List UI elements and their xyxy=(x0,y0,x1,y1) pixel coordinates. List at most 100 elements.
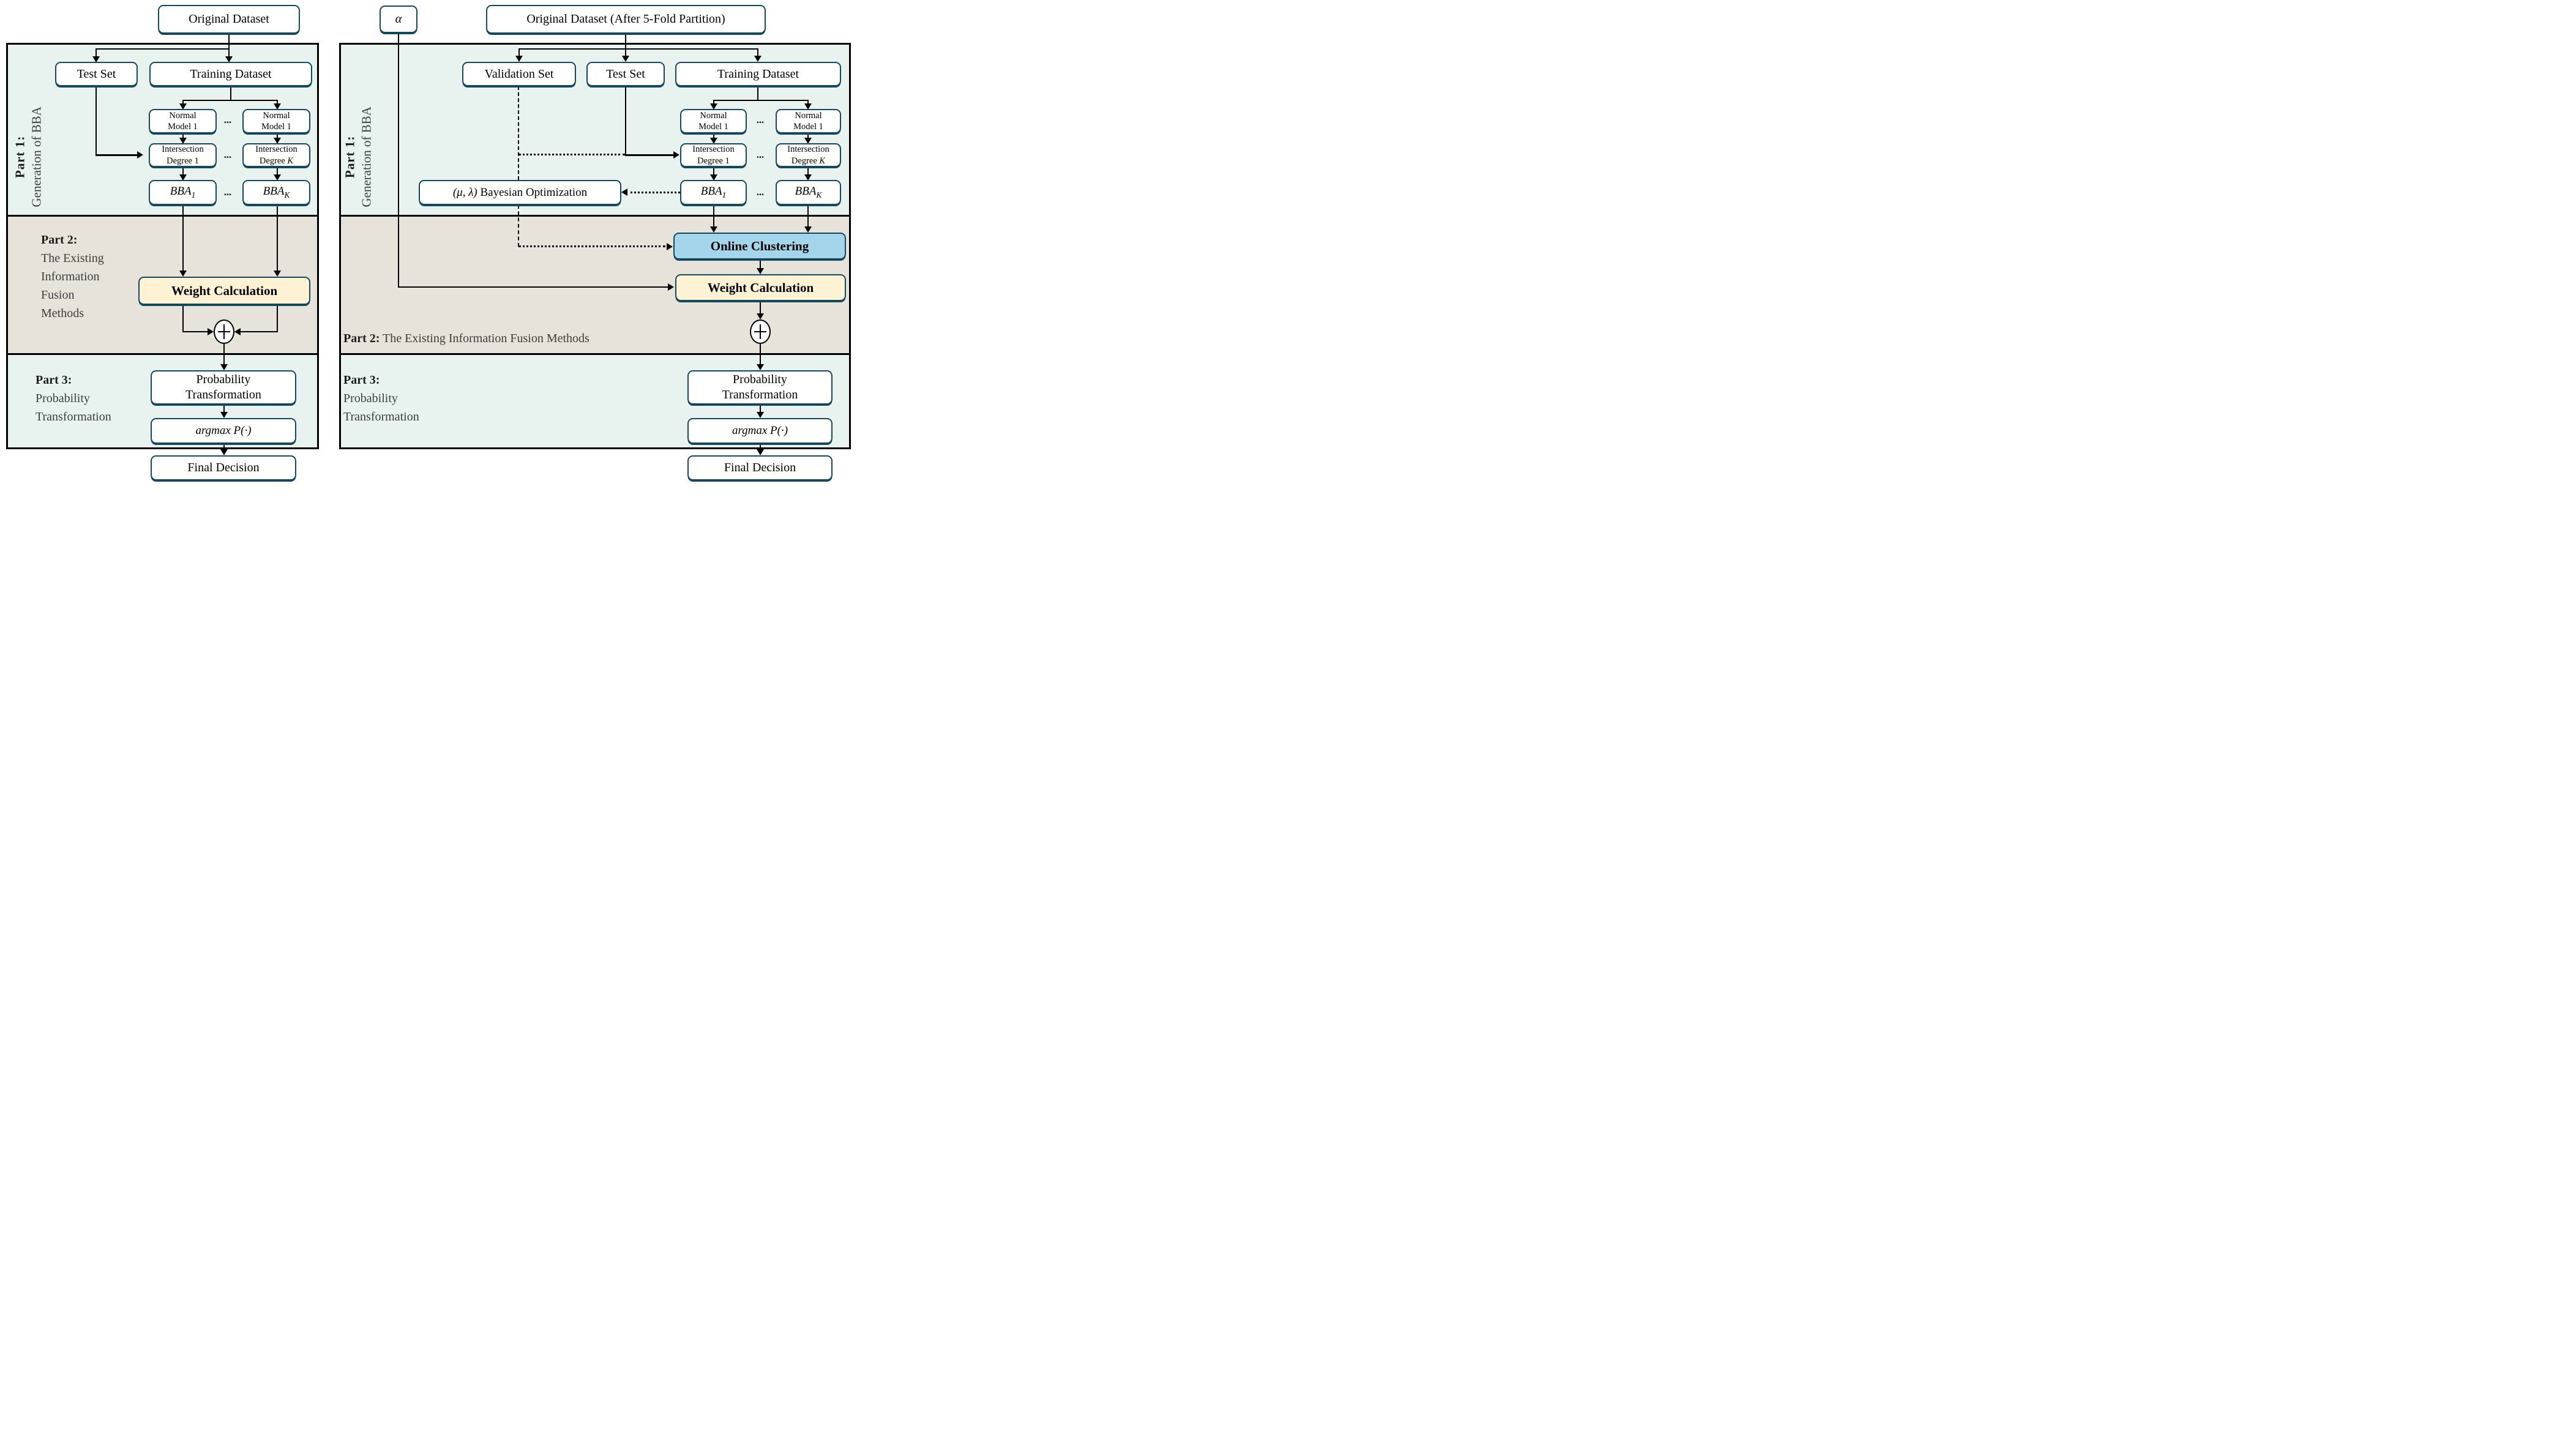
connector xyxy=(182,133,184,138)
arrowhead xyxy=(804,103,812,110)
connector xyxy=(95,86,97,155)
connector xyxy=(95,48,229,50)
connector xyxy=(182,331,208,332)
online-clustering-box: Online Clustering xyxy=(673,233,846,259)
connector xyxy=(230,86,231,100)
left-bba-1-label: BBA1 xyxy=(170,185,196,200)
alpha-box: α xyxy=(380,6,417,33)
arrowhead xyxy=(668,283,674,291)
connector xyxy=(760,444,761,450)
arrowhead xyxy=(179,271,187,277)
connector xyxy=(807,100,809,104)
connector xyxy=(713,205,714,227)
left-training-dataset-box: Training Dataset xyxy=(149,62,312,86)
right-bba-1-label: BBA1 xyxy=(700,185,727,200)
arrowhead xyxy=(234,328,241,335)
connector xyxy=(95,48,97,57)
left-weight-calculation-box: Weight Calculation xyxy=(138,277,310,305)
right-original-dataset-box: Original Dataset (After 5-Fold Partition… xyxy=(486,5,766,34)
left-bba-ellipsis: ... xyxy=(224,187,231,198)
left-part3-label: Part 3: Probability Transformation xyxy=(36,371,111,426)
left-part2-line: The Existing xyxy=(41,252,104,265)
connector xyxy=(760,301,761,315)
arrowhead xyxy=(220,412,228,418)
arrowhead xyxy=(804,138,812,144)
connector xyxy=(182,305,184,332)
connector xyxy=(518,48,758,50)
right-part3-label: Part 3: Probability Transformation xyxy=(343,371,419,426)
connector xyxy=(760,259,761,269)
right-bba-k-label: BBAK xyxy=(795,185,822,200)
dashed-connector xyxy=(518,205,519,247)
connector xyxy=(518,48,520,56)
arrowhead xyxy=(179,103,187,110)
right-normal-ellipsis: ... xyxy=(757,115,764,125)
left-weight-calculation-label: Weight Calculation xyxy=(171,283,278,298)
left-part2-line: Information xyxy=(41,270,100,283)
left-part2-label: Part 2: The Existing Information Fusion … xyxy=(41,231,104,323)
left-bba-k-box: BBAK xyxy=(242,180,310,205)
right-part2-3-divider xyxy=(339,353,851,355)
left-original-dataset-label: Original Dataset xyxy=(189,12,269,26)
connector xyxy=(182,100,278,101)
dotted-connector xyxy=(631,192,680,193)
left-bba-1-box: BBA1 xyxy=(149,180,217,205)
arrowhead xyxy=(274,103,281,110)
right-argmax-label: argmax P(·) xyxy=(732,424,788,438)
right-bba-1-box: BBA1 xyxy=(680,180,747,205)
left-part2-line: Fusion xyxy=(41,288,75,302)
arrowhead xyxy=(804,174,812,181)
arrowhead xyxy=(757,449,764,455)
left-part2-title: Part 2: xyxy=(41,233,78,247)
left-part1-2-divider xyxy=(6,215,319,217)
arrowhead xyxy=(710,226,717,233)
left-part3-title: Part 3: xyxy=(36,373,72,387)
left-normal-ellipsis: ... xyxy=(224,115,231,125)
connector xyxy=(625,86,626,155)
connector xyxy=(223,405,225,413)
connector xyxy=(182,100,184,104)
right-bba-k-box: BBAK xyxy=(776,180,841,205)
arrowhead xyxy=(757,313,764,319)
right-fusion-plus-icon xyxy=(750,319,771,344)
bayesian-optimization-label: (μ, λ) Bayesian Optimization xyxy=(452,185,588,199)
right-part1-subtitle: Generation of BBA xyxy=(359,106,374,207)
arrowhead xyxy=(220,364,228,370)
right-test-set-box: Test Set xyxy=(586,62,665,86)
left-part2-line: Methods xyxy=(41,307,84,320)
arrowhead xyxy=(757,412,764,418)
arrowhead xyxy=(179,138,187,144)
right-training-dataset-box: Training Dataset xyxy=(675,62,841,86)
arrowhead xyxy=(179,174,187,181)
arrowhead xyxy=(225,56,233,62)
left-intersection-ellipsis: ... xyxy=(224,150,231,160)
dotted-connector xyxy=(518,245,665,247)
connector xyxy=(757,86,758,100)
right-part3-line: Probability xyxy=(343,392,398,405)
right-part1-label: Part 1: Generation of BBA xyxy=(342,86,376,227)
left-test-set-label: Test Set xyxy=(77,67,116,81)
arrowhead xyxy=(274,271,281,277)
connector xyxy=(228,34,230,57)
left-fusion-plus-icon xyxy=(214,319,234,344)
arrowhead xyxy=(757,364,764,370)
connector xyxy=(760,344,761,365)
left-argmax-box: argmax P(·) xyxy=(151,418,296,444)
arrowhead xyxy=(92,56,100,62)
left-part2-3-divider xyxy=(6,353,319,355)
left-final-decision-box: Final Decision xyxy=(151,455,296,480)
